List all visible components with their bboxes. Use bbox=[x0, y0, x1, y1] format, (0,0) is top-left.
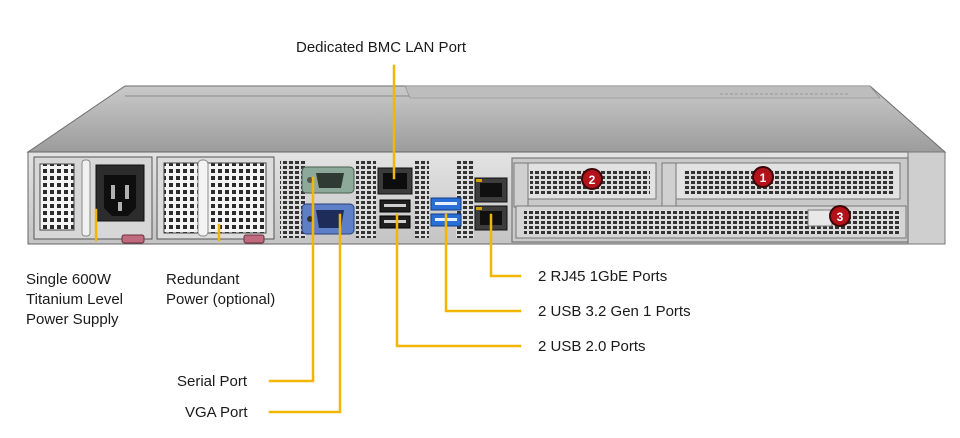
label-bmc-lan-port: Dedicated BMC LAN Port bbox=[296, 39, 467, 56]
label-rj45-ports: 2 RJ45 1GbE Ports bbox=[538, 268, 668, 285]
serial-port bbox=[301, 166, 355, 194]
callout-line-rj45 bbox=[489, 213, 522, 278]
slot-badge-1-label: 1 bbox=[760, 171, 767, 185]
label-redundant-line-1: Redundant bbox=[166, 271, 240, 288]
slot-badge-3: 3 bbox=[829, 205, 851, 227]
expansion-slots bbox=[511, 157, 909, 243]
callout-line-usb20 bbox=[395, 213, 522, 348]
label-vga-port: VGA Port bbox=[185, 404, 248, 421]
label-psu-line-1: Single 600W bbox=[26, 271, 112, 288]
callout-line-serial bbox=[268, 176, 315, 383]
label-usb32-ports: 2 USB 3.2 Gen 1 Ports bbox=[538, 303, 691, 320]
label-redundant-power: Redundant Power (optional) bbox=[166, 270, 275, 310]
usb3-ports bbox=[430, 197, 462, 227]
label-serial-port: Serial Port bbox=[177, 373, 248, 390]
power-supply-unit bbox=[33, 156, 153, 244]
label-usb20-ports: 2 USB 2.0 Ports bbox=[538, 338, 646, 355]
redundant-power-bay bbox=[156, 156, 275, 244]
label-power-supply: Single 600W Titanium Level Power Supply bbox=[26, 270, 123, 330]
chassis-top bbox=[26, 85, 947, 153]
slot-badge-2-label: 2 bbox=[589, 173, 596, 187]
callout-lines bbox=[94, 64, 522, 414]
slot-badge-1: 1 bbox=[752, 166, 774, 188]
callout-line-usb32 bbox=[444, 213, 522, 313]
vga-port bbox=[301, 203, 355, 235]
usb2-ports bbox=[379, 199, 411, 229]
callout-line-vga bbox=[268, 213, 342, 414]
slot-badge-3-label: 3 bbox=[837, 210, 844, 224]
label-psu-line-2: Titanium Level bbox=[26, 291, 123, 308]
slot-badge-2: 2 bbox=[581, 168, 603, 190]
label-redundant-line-2: Power (optional) bbox=[166, 291, 276, 308]
label-psu-line-3: Power Supply bbox=[26, 311, 119, 328]
rj45-ports bbox=[474, 177, 508, 231]
